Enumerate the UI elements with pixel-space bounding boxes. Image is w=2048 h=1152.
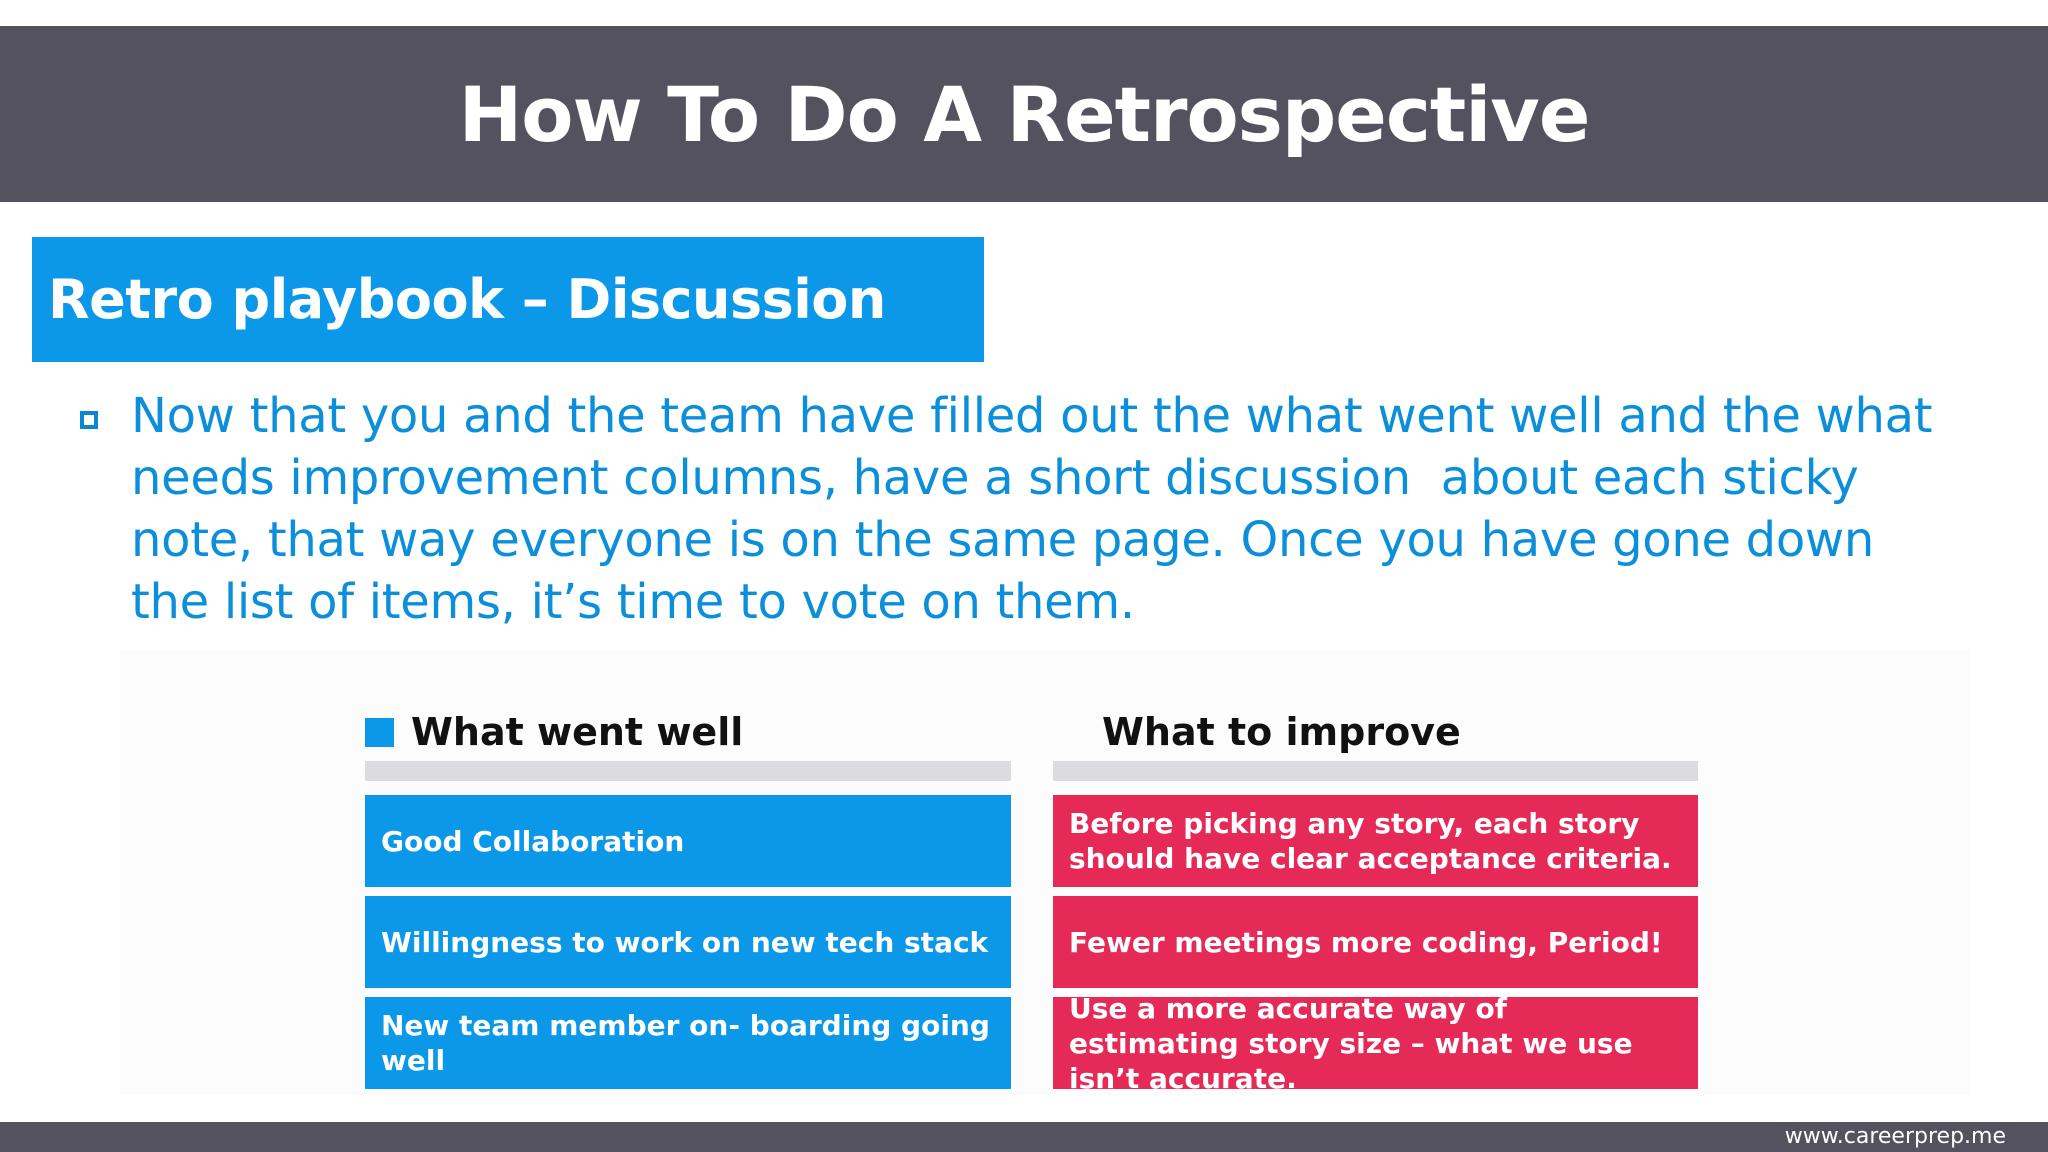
to-improve-header: What to improve xyxy=(1102,705,1461,759)
hollow-square-bullet-icon xyxy=(80,411,98,429)
note-text: Willingness to work on new tech stack xyxy=(381,925,989,959)
to-improve-note: Fewer meetings more coding, Period! xyxy=(1053,896,1698,988)
title-bar: How To Do A Retrospective xyxy=(0,26,2048,202)
section-heading-box: Retro playbook – Discussion xyxy=(32,237,984,362)
footer-url: www.careerprep.me xyxy=(1784,1124,2006,1149)
footer-bar xyxy=(0,1122,2048,1152)
to-improve-heading: What to improve xyxy=(1102,710,1461,754)
went-well-note: Willingness to work on new tech stack xyxy=(365,896,1011,988)
note-text: Good Collaboration xyxy=(381,824,685,858)
note-text: New team member on- boarding going well xyxy=(381,1009,990,1077)
blue-square-legend-icon xyxy=(365,717,394,747)
slide-title: How To Do A Retrospective xyxy=(458,69,1591,159)
note-text: Use a more accurate way of estimating st… xyxy=(1069,991,1633,1095)
to-improve-note: Use a more accurate way of estimating st… xyxy=(1053,992,1698,1095)
to-improve-divider xyxy=(1053,761,1698,781)
went-well-heading: What went well xyxy=(411,710,744,754)
went-well-divider xyxy=(365,761,1011,781)
note-text: Fewer meetings more coding, Period! xyxy=(1069,925,1663,959)
went-well-note: Good Collaboration xyxy=(365,795,1011,887)
went-well-note: New team member on- boarding going well xyxy=(365,997,1011,1089)
to-improve-note: Before picking any story, each story sho… xyxy=(1053,795,1698,887)
section-heading: Retro playbook – Discussion xyxy=(48,268,886,331)
bullet-text: Now that you and the team have filled ou… xyxy=(131,388,1933,630)
went-well-header: What went well xyxy=(365,705,743,759)
note-text: Before picking any story, each story sho… xyxy=(1069,807,1672,875)
